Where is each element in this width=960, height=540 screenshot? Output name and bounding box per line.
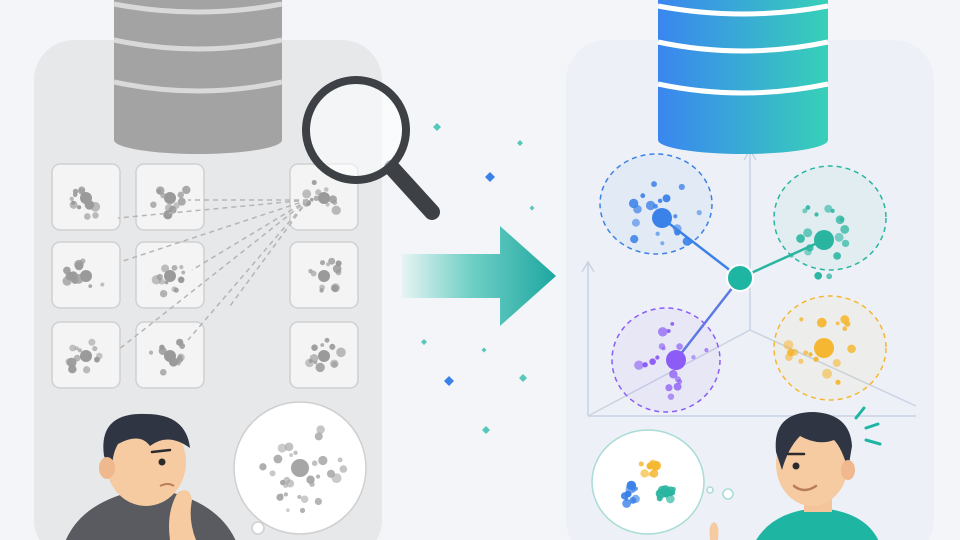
- happy-person: [709, 406, 882, 540]
- data-tile: [289, 321, 359, 389]
- transition-area: [402, 123, 556, 434]
- sparkle-icon: [481, 347, 487, 353]
- cluster-top-right: [773, 165, 887, 280]
- sparkle-icon: [517, 140, 523, 146]
- data-tile: [51, 163, 121, 231]
- sparkle-icon: [433, 123, 441, 131]
- cluster-dots: [783, 315, 856, 385]
- speech-bubble: [591, 429, 734, 535]
- cluster-bottom-left: [611, 307, 721, 413]
- right-panel: [566, 0, 934, 540]
- sparkle-icon: [529, 205, 535, 211]
- axes-3d: [581, 148, 917, 417]
- cluster-top-left: [599, 153, 713, 255]
- data-tile: [135, 241, 205, 309]
- tile-dots: [62, 258, 105, 288]
- tile-dots: [65, 338, 103, 374]
- cluster-dots: [628, 181, 702, 246]
- organized-database-icon: [657, 0, 829, 154]
- arrow-right-icon: [402, 226, 556, 326]
- thought-bubble: [233, 401, 367, 535]
- sparkle-icon: [444, 376, 454, 386]
- tile-dots: [69, 186, 101, 220]
- data-tile: [135, 321, 205, 389]
- tile-dots: [148, 338, 186, 376]
- excitement-lines: [854, 406, 882, 446]
- sparkle-decorations: [421, 123, 535, 434]
- data-tile: [51, 241, 121, 309]
- tile-dots: [305, 337, 346, 373]
- tile-dots: [151, 264, 186, 298]
- data-tile: [289, 241, 359, 309]
- cluster-groups: [599, 153, 887, 413]
- scattered-dots: [259, 425, 348, 514]
- cluster-dots: [789, 204, 850, 280]
- tile-dots: [308, 257, 342, 293]
- sparkle-icon: [482, 426, 490, 434]
- magnifying-glass-icon: [302, 76, 440, 220]
- cluster-bottom-right: [773, 295, 887, 401]
- sparkle-icon: [519, 374, 527, 382]
- left-panel: [34, 0, 440, 540]
- mini-cluster-green: [655, 485, 677, 504]
- mini-cluster-yellow: [638, 459, 662, 478]
- cluster-dots: [634, 321, 709, 400]
- unorganized-database-icon: [113, 0, 283, 154]
- hub-node: [726, 264, 754, 292]
- scan-lines: [117, 199, 309, 351]
- thought-dot-cloud: [259, 425, 348, 514]
- data-tile: [135, 163, 205, 231]
- tile-dots: [150, 185, 191, 220]
- cluster-connection: [675, 277, 741, 361]
- thinking-person: [65, 413, 236, 540]
- mini-cluster-blue: [620, 480, 640, 508]
- grouped-clusters: [620, 459, 677, 508]
- sparkle-icon: [421, 339, 427, 345]
- data-tile: [51, 321, 121, 389]
- sparkle-icon: [485, 172, 495, 182]
